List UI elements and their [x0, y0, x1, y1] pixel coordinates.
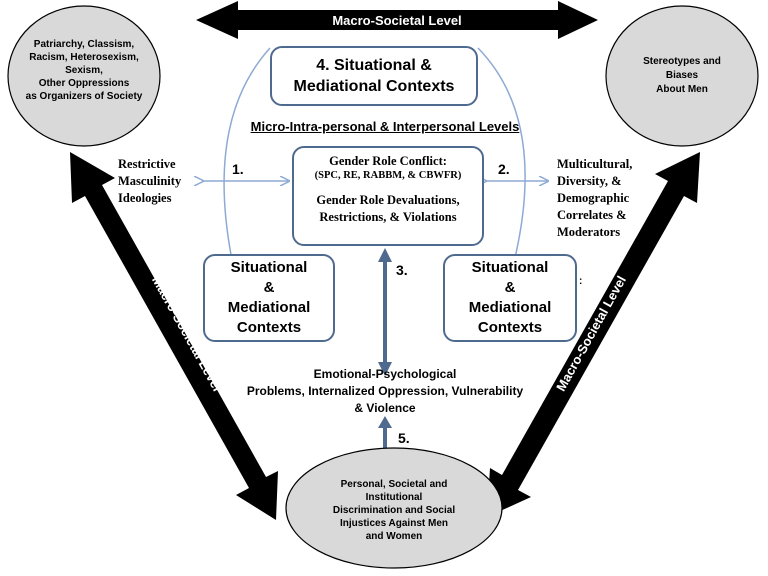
grc-subtitle: (SPC, RE, RABBM, & CBWFR): [314, 170, 462, 181]
left-macro-arrow: [70, 152, 278, 520]
top-macro-arrow: [196, 1, 598, 39]
multicultural-label: Multicultural, Diversity, & Demographic …: [557, 157, 633, 239]
box-situational-right-label: Situational & Mediational Contexts: [468, 259, 552, 336]
oval-top-left-text: Patriarchy, Classism, Racism, Heterosexi…: [25, 39, 143, 102]
right-curve-line: [477, 47, 526, 263]
box-gender-role-conflict: Gender Role Conflict: (SPC, RE, RABBM, &…: [292, 146, 484, 246]
emotional-problems-text: Emotional-Psychological Problems, Intern…: [246, 367, 524, 415]
restrictive-masculinity-label: Restrictive Masculinity Ideologies: [118, 157, 182, 205]
arrow-5-head-up: [378, 416, 392, 428]
top-banner-label: Macro-Societal Level: [332, 13, 461, 28]
box-situational-right: Situational & Mediational Contexts: [443, 254, 577, 342]
oval-top-right: [605, 5, 759, 147]
box-situational-left: Situational & Mediational Contexts: [203, 254, 335, 342]
grc-title: Gender Role Conflict:: [329, 154, 447, 168]
oval-top-right-text: Stereotypes and Biases About Men: [643, 56, 721, 95]
grc-body: Gender Role Devaluations, Restrictions, …: [316, 193, 460, 224]
label-num-5: 5.: [398, 430, 410, 446]
label-num-1: 1.: [232, 161, 244, 177]
oval-top-left: [7, 5, 161, 147]
right-colon-mark: :: [579, 276, 583, 287]
oval-bottom: [285, 447, 503, 569]
right-macro-arrow: [487, 152, 700, 517]
micro-levels-label: Micro-Intra-personal & Interpersonal Lev…: [250, 119, 520, 134]
oval-bottom-text: Personal, Societal and Institutional Dis…: [332, 479, 456, 542]
label-num-2: 2.: [498, 161, 510, 177]
box-situational-top-label: 4. Situational & Mediational Contexts: [293, 57, 455, 95]
arrow-3-head-down: [378, 362, 392, 376]
left-curve-line: [223, 47, 271, 261]
box-situational-left-label: Situational & Mediational Contexts: [227, 259, 311, 336]
arrow-3-head-up: [378, 248, 392, 262]
label-num-3: 3.: [396, 262, 408, 278]
box-situational-top: 4. Situational & Mediational Contexts: [270, 46, 478, 106]
